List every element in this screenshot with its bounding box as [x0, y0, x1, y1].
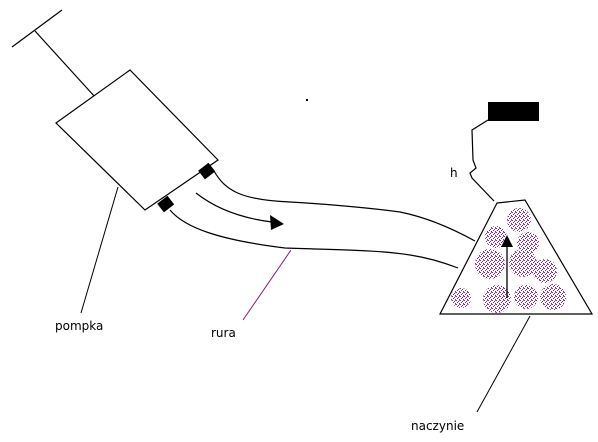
outlet-connector — [198, 162, 216, 180]
pump-plunger — [11, 9, 96, 98]
height-label: h — [450, 166, 458, 180]
weight-block — [488, 102, 539, 121]
flow-arrow-icon — [195, 192, 284, 230]
pump-body — [55, 69, 219, 211]
inlet-connector — [157, 195, 175, 213]
height-marker — [469, 119, 495, 202]
pump-leader — [80, 186, 119, 314]
pipe-label: rura — [211, 326, 236, 340]
vessel-particles — [451, 208, 566, 313]
vessel-label: naczynie — [411, 419, 464, 433]
vessel-leader — [476, 315, 531, 413]
dot — [306, 99, 308, 101]
pipe-leader — [242, 249, 292, 321]
up-arrow-icon — [501, 235, 513, 298]
pump-label: pompka — [55, 319, 103, 333]
pipe — [169, 170, 476, 269]
